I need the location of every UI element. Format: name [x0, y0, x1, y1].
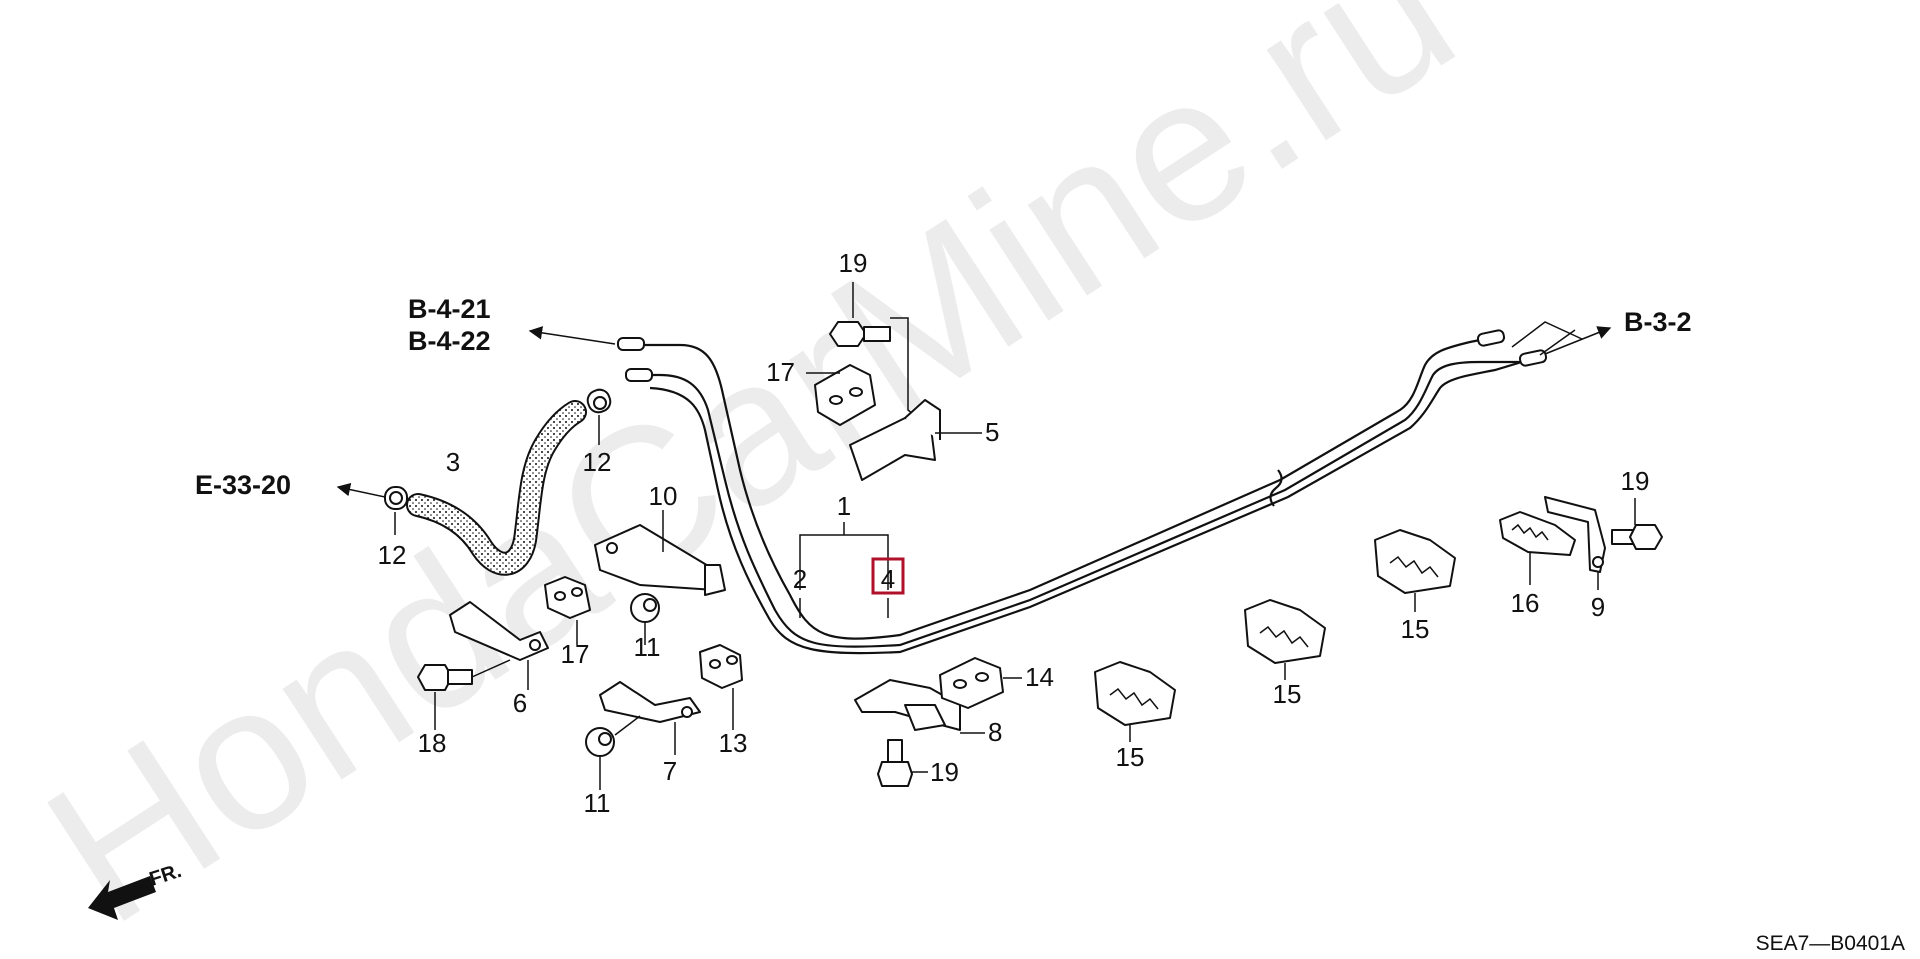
part-rubber-mount-lower[interactable] [544, 576, 591, 619]
callout-15-middle[interactable]: 15 [1273, 679, 1302, 709]
callout-13[interactable]: 13 [719, 728, 748, 758]
callout-17-upper[interactable]: 17 [766, 357, 795, 387]
part-bracket-9[interactable] [1544, 496, 1606, 573]
callout-9[interactable]: 9 [1591, 592, 1605, 622]
callout-15-right[interactable]: 15 [1401, 614, 1430, 644]
part-nut-lower[interactable] [585, 727, 615, 757]
part-bracket-5[interactable] [849, 399, 941, 481]
callout-2[interactable]: 2 [793, 564, 807, 594]
part-rubber-mount-upper[interactable] [814, 364, 876, 426]
ref-b3-2-link[interactable]: B-3-2 [1624, 307, 1692, 337]
ref-e33-20-link[interactable]: E-33-20 [195, 470, 291, 500]
callout-6[interactable]: 6 [513, 688, 527, 718]
part-clamp-lower[interactable] [384, 486, 408, 510]
part-hose[interactable] [406, 400, 587, 576]
part-bracket-10[interactable] [594, 524, 726, 596]
callout-19-right[interactable]: 19 [1621, 466, 1650, 496]
callout-12-upper[interactable]: 12 [583, 447, 612, 477]
part-bolt-bottom[interactable] [877, 739, 913, 787]
callout-17-lower[interactable]: 17 [561, 639, 590, 669]
callout-3[interactable]: 3 [446, 447, 460, 477]
front-direction-arrow [88, 876, 156, 920]
callout-8[interactable]: 8 [988, 717, 1002, 747]
fuel-pipe-assembly[interactable] [617, 329, 1548, 655]
part-bracket-7[interactable] [599, 681, 701, 723]
callout-10[interactable]: 10 [649, 481, 678, 511]
callout-12-lower[interactable]: 12 [378, 540, 407, 570]
callout-18[interactable]: 18 [418, 728, 447, 758]
diagram-code: SEA7—B0401A [1756, 932, 1905, 955]
callout-19-bottom[interactable]: 19 [930, 757, 959, 787]
ref-b4-22-link[interactable]: B-4-22 [408, 326, 491, 356]
callout-7[interactable]: 7 [663, 756, 677, 786]
callout-14[interactable]: 14 [1025, 662, 1054, 692]
part-bracket-6[interactable] [449, 601, 549, 661]
ref-b4-21-link[interactable]: B-4-21 [408, 294, 491, 324]
part-bolt-18[interactable] [417, 664, 473, 691]
part-clip-15c[interactable] [1374, 529, 1456, 594]
callout-11-upper[interactable]: 11 [634, 632, 661, 662]
callout-11-lower[interactable]: 11 [584, 788, 611, 818]
callout-16[interactable]: 16 [1511, 588, 1540, 618]
part-bracket-8[interactable] [854, 679, 961, 731]
part-clip-15b[interactable] [1244, 599, 1326, 664]
callout-15-left[interactable]: 15 [1116, 742, 1145, 772]
callout-19-top[interactable]: 19 [839, 248, 868, 278]
part-nut-upper[interactable] [630, 593, 660, 623]
part-clamp-upper[interactable] [585, 387, 613, 415]
part-clip-16[interactable] [1499, 511, 1576, 556]
part-rubber-14[interactable] [939, 657, 1004, 709]
part-clip-15a[interactable] [1094, 661, 1176, 726]
part-bolt-right[interactable] [1611, 524, 1663, 550]
highlight-box-part-4 [871, 557, 905, 595]
callout-1[interactable]: 1 [837, 491, 851, 521]
callout-4-highlighted[interactable]: 4 [881, 564, 895, 594]
part-rubber-mount-13[interactable] [699, 644, 743, 689]
part-bolt-top[interactable] [829, 321, 891, 347]
callout-5[interactable]: 5 [985, 417, 999, 447]
